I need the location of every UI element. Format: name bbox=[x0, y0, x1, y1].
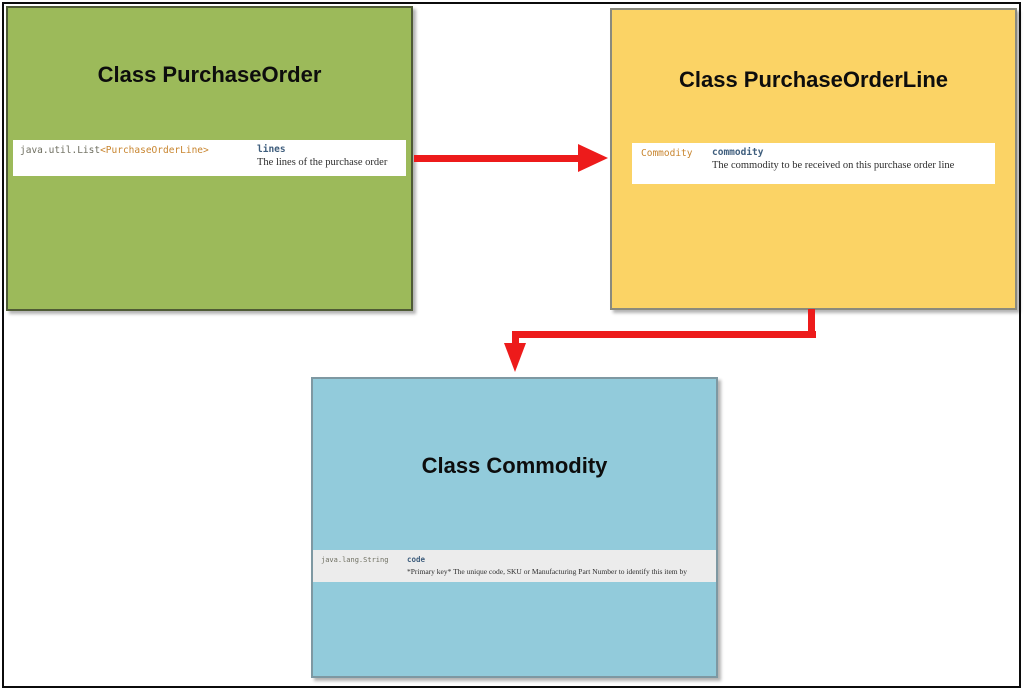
field-row-commodity: Commodity commodity The commodity to be … bbox=[632, 143, 995, 184]
field-main: lines The lines of the purchase order bbox=[257, 140, 387, 176]
class-title-purchaseorderline: Class PurchaseOrderLine bbox=[678, 67, 948, 92]
field-description: The lines of the purchase order bbox=[257, 157, 388, 168]
field-description: *Primary key* The unique code, SKU or Ma… bbox=[407, 567, 688, 576]
arrow-lines-to-purchaseorderline bbox=[414, 155, 580, 162]
field-main: code *Primary key* The unique code, SKU … bbox=[407, 550, 687, 582]
class-box-commodity: Class Commodity java.lang.String code *P… bbox=[311, 377, 718, 678]
field-row-lines: java.util.List<PurchaseOrderLine> lines … bbox=[13, 140, 406, 176]
field-name: lines bbox=[257, 144, 286, 155]
class-box-purchaseorderline: Class PurchaseOrderLine Commodity commod… bbox=[610, 8, 1017, 310]
field-row-code: java.lang.String code *Primary key* The … bbox=[313, 550, 716, 582]
field-type-base: java.util.List bbox=[20, 145, 101, 156]
field-type: java.lang.String bbox=[313, 550, 407, 582]
field-name: commodity bbox=[712, 147, 764, 158]
field-type-generic: <PurchaseOrderLine> bbox=[100, 145, 209, 156]
field-type-base: java.lang.String bbox=[321, 556, 389, 564]
arrow-commodity-to-commodity-segment-stem bbox=[512, 336, 519, 344]
arrowhead-down-icon bbox=[504, 343, 526, 372]
class-title-purchaseorder: Class PurchaseOrder bbox=[97, 62, 322, 87]
field-type: Commodity bbox=[632, 143, 712, 184]
class-box-purchaseorder: Class PurchaseOrder java.util.List<Purch… bbox=[6, 6, 413, 311]
arrow-commodity-to-commodity-segment-down bbox=[808, 309, 815, 337]
arrow-commodity-to-commodity-segment-left bbox=[512, 331, 816, 338]
arrowhead-right-icon bbox=[578, 144, 608, 172]
field-main: commodity The commodity to be received o… bbox=[712, 143, 954, 184]
field-description: The commodity to be received on this pur… bbox=[712, 160, 955, 171]
field-name: code bbox=[407, 555, 426, 564]
field-type-class: Commodity bbox=[641, 148, 693, 159]
class-title-commodity: Class Commodity bbox=[421, 453, 608, 478]
field-type: java.util.List<PurchaseOrderLine> bbox=[13, 140, 257, 176]
